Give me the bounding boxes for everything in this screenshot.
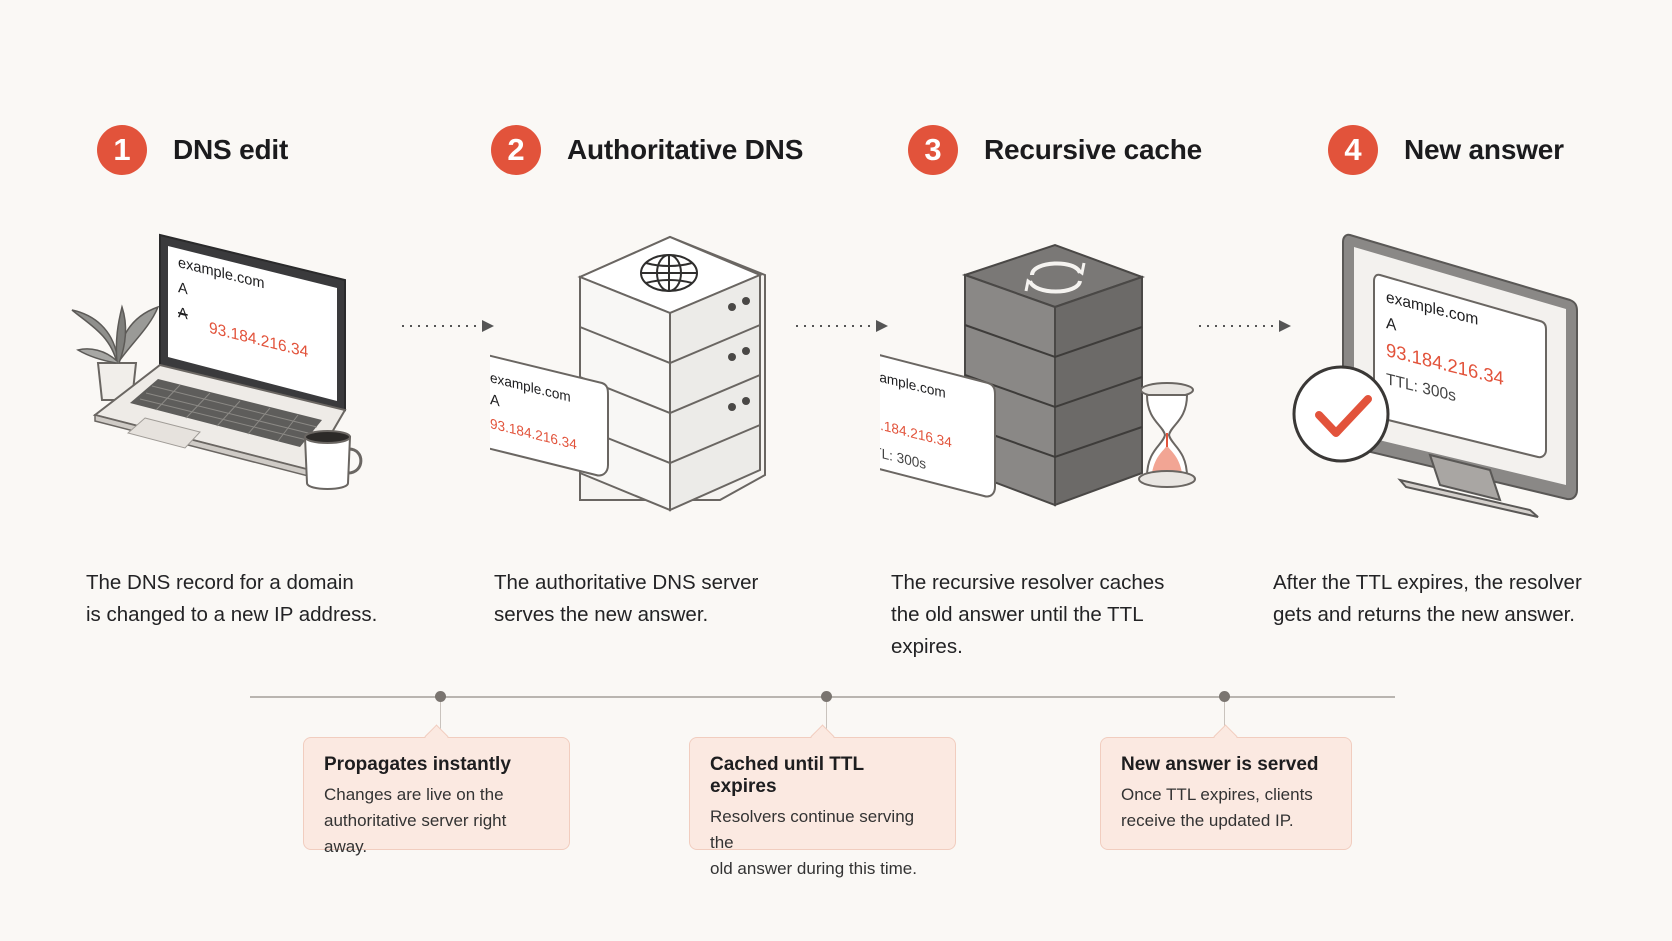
plant-icon: [71, 304, 160, 401]
step-3-description-line: expires.: [891, 635, 963, 658]
step-1-description-line: is changed to a new IP address.: [86, 603, 378, 626]
note-title: New answer is served: [1121, 754, 1319, 775]
note-cached-until-ttl: Cached until TTL expires Resolvers conti…: [689, 737, 956, 878]
monitor-icon: [1342, 233, 1578, 518]
step-3-description: The recursive resolver caches the old an…: [891, 567, 1221, 663]
monitor-card-type: A: [1386, 315, 1397, 335]
cache-record-card: example.com A 93.184.216.34 TTL: 300s: [880, 354, 996, 498]
step-4-title: New answer: [1404, 134, 1564, 165]
step-4-header: 4 New answer: [1328, 122, 1564, 178]
step-3-description-line: The recursive resolver caches: [891, 571, 1165, 594]
step-3-description-line: the old answer until the TTL: [891, 603, 1144, 626]
checkmark-icon: [1292, 365, 1390, 463]
timeline-marker-1: [435, 691, 446, 702]
step-1-title: DNS edit: [173, 134, 289, 165]
step-2-description-line: The authoritative DNS server: [494, 571, 759, 594]
step-1-description-line: The DNS record for a domain: [86, 571, 354, 594]
note-body-line: Once TTL expires, clients: [1121, 785, 1313, 804]
step-1-number: 1: [97, 125, 147, 175]
laptop-card-type: A: [178, 279, 188, 298]
coffee-mug-icon: [303, 430, 363, 490]
note-title: Propagates instantly: [324, 754, 511, 775]
note-new-answer-served: New answer is served Once TTL expires, c…: [1100, 737, 1352, 850]
step-2-header: 2 Authoritative DNS: [491, 122, 803, 178]
note-body: Once TTL expires, clients receive the up…: [1121, 782, 1331, 834]
note-body: Changes are live on the authoritative se…: [324, 782, 549, 860]
step-4-description: After the TTL expires, the resolver gets…: [1273, 567, 1633, 631]
authoritative-record-card: example.com A 93.184.216.34: [490, 354, 609, 477]
timeline-marker-2: [821, 691, 832, 702]
laptop-illustration: example.com A A 93.184.216.34: [71, 233, 363, 490]
step-2-description: The authoritative DNS server serves the …: [494, 567, 824, 631]
step-1-description: The DNS record for a domain is changed t…: [86, 567, 416, 631]
step-1-header: 1 DNS edit: [97, 122, 288, 178]
note-body-line: authoritative server right away.: [324, 811, 507, 856]
step-4-number: 4: [1328, 125, 1378, 175]
laptop-icon: [92, 233, 347, 479]
step-3-header: 3 Recursive cache: [908, 122, 1202, 178]
new-answer-illustration: example.com A 93.184.216.34 TTL: 300s: [1292, 233, 1578, 518]
authoritative-server-illustration: example.com A 93.184.216.34: [490, 235, 766, 512]
timeline-connector-2: [826, 702, 827, 732]
note-body-line: old answer during this time.: [710, 859, 917, 878]
step-3-title: Recursive cache: [984, 134, 1203, 165]
step-2-description-line: serves the new answer.: [494, 603, 709, 626]
hourglass-icon: [1138, 382, 1196, 488]
arrow-2-to-3: [796, 320, 888, 332]
note-body: Resolvers continue serving the old answe…: [710, 804, 935, 882]
timeline-connector-1: [440, 702, 441, 732]
arrow-3-to-4: [1199, 320, 1291, 332]
step-4-description-line: gets and returns the new answer.: [1273, 603, 1575, 626]
timeline-marker-3: [1219, 691, 1230, 702]
note-body-line: receive the updated IP.: [1121, 811, 1294, 830]
timeline-connector-3: [1224, 702, 1225, 732]
step-2-number: 2: [491, 125, 541, 175]
note-body-line: Changes are live on the: [324, 785, 504, 804]
note-body-line: Resolvers continue serving the: [710, 807, 915, 852]
step-3-number: 3: [908, 125, 958, 175]
step-2-title: Authoritative DNS: [567, 134, 804, 165]
refresh-icon: [1024, 261, 1086, 294]
auth-card-type: A: [490, 391, 500, 410]
arrow-1-to-2: [402, 320, 494, 332]
globe-icon: [640, 254, 698, 292]
recursive-cache-illustration: example.com A 93.184.216.34 TTL: 300s: [880, 243, 1196, 507]
step-4-description-line: After the TTL expires, the resolver: [1273, 571, 1582, 594]
note-propagates-instantly: Propagates instantly Changes are live on…: [303, 737, 570, 856]
note-title: Cached until TTL expires: [710, 754, 864, 797]
laptop-card-old-type: A: [178, 304, 188, 323]
